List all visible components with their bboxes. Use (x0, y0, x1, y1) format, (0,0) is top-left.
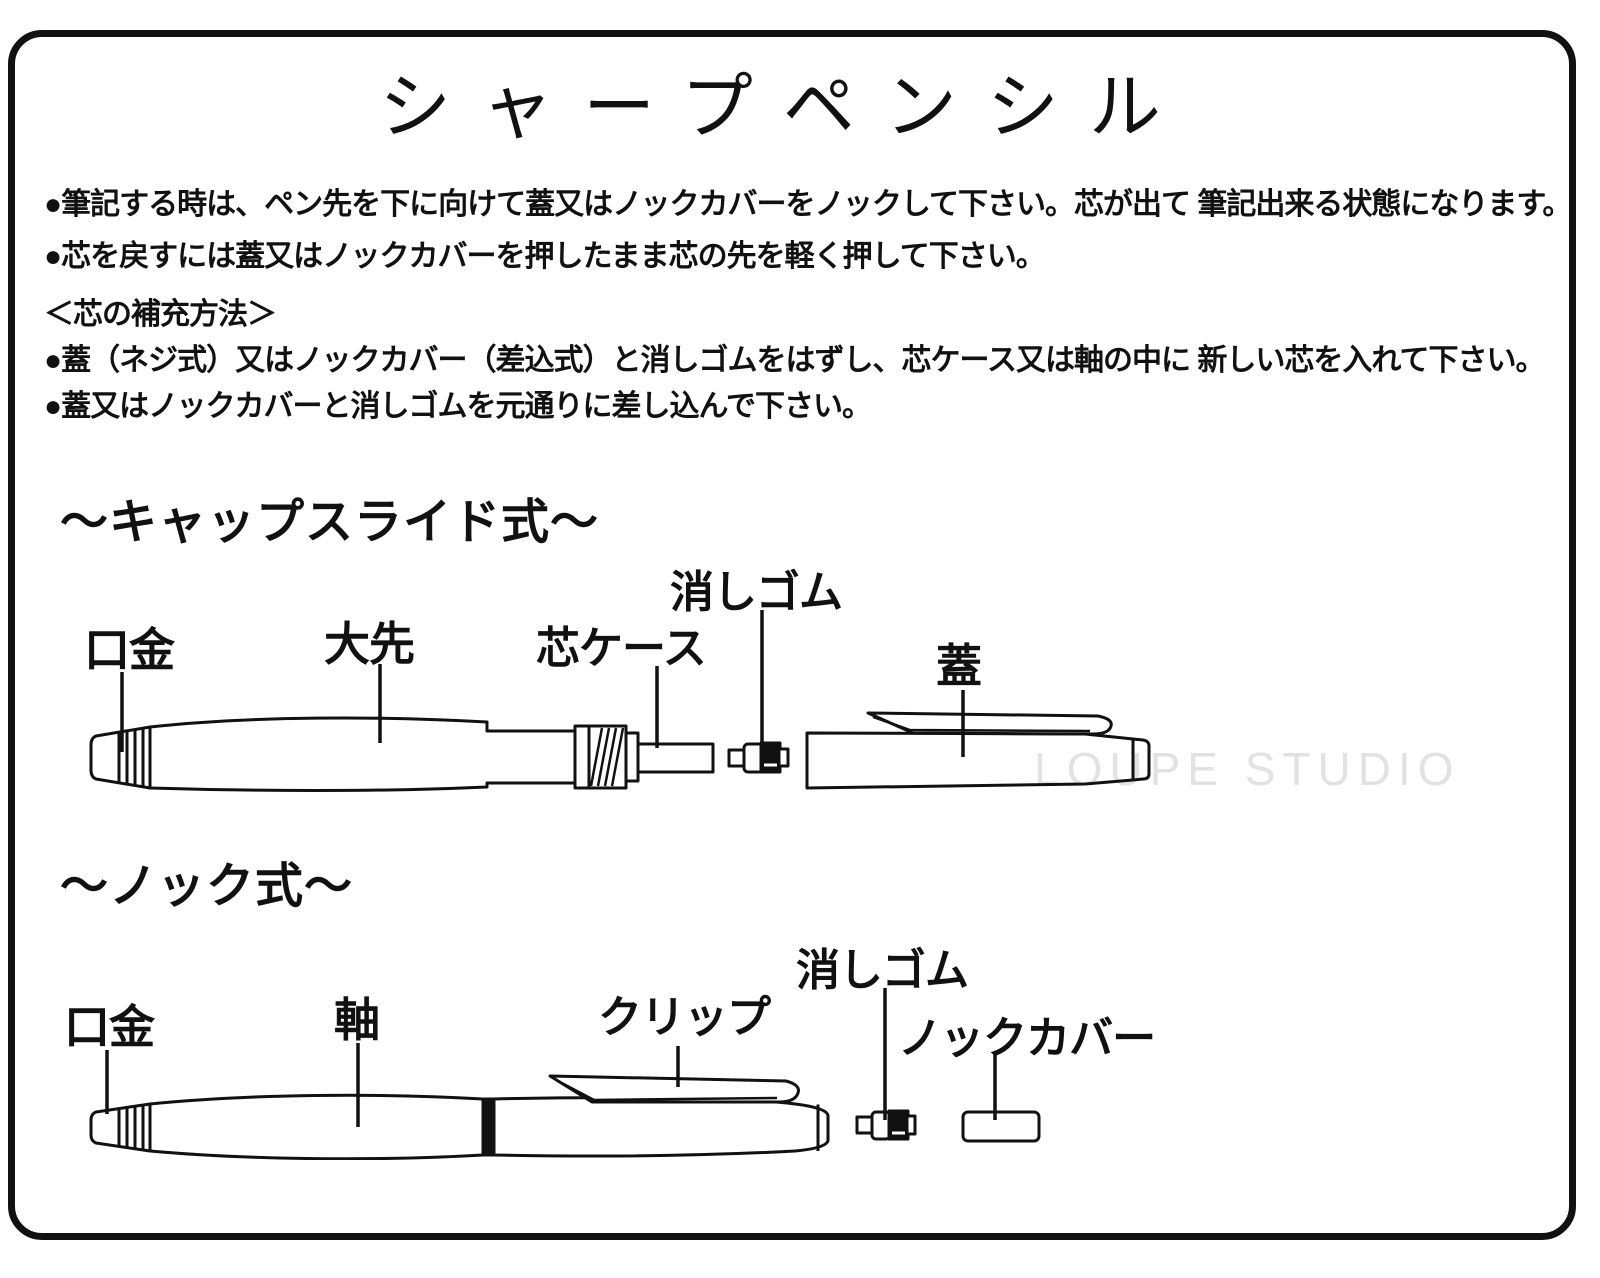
instruction-line-4: ●蓋又はノックカバーと消しゴムを元通りに差し込んで下さい。 (44, 390, 872, 423)
refill-heading: ＜芯の補充方法＞ (44, 298, 277, 331)
knock-eraser-right-stub (905, 1114, 917, 1136)
capslide-barrel-shape (148, 716, 577, 792)
capslide-cap-shape (805, 731, 1151, 790)
capslide-label-front-barrel: 大先 (324, 618, 415, 670)
knock-eraser-black-block (887, 1109, 910, 1141)
capslide-label-tip: 口金 (84, 624, 175, 676)
watermark: LOUPE STUDIO (1034, 743, 1461, 795)
knock-tip-rings (117, 1105, 145, 1150)
capslide-label-lead-case: 芯ケース (536, 624, 707, 673)
knock-cover-shape (961, 1110, 1041, 1143)
capslide-eraser-right-stub (777, 747, 790, 768)
capslide-thread-ring-left (573, 724, 591, 790)
knock-center-band (481, 1097, 496, 1157)
knock-section-heading: ～ノック式～ (60, 860, 354, 913)
page-title: シャープペンシル (379, 68, 1191, 148)
knock-label-clip: クリップ (598, 993, 771, 1042)
capslide-label-eraser: 消しゴム (670, 568, 843, 617)
capslide-section-heading: ～キャップスライド式～ (60, 496, 600, 549)
knock-label-eraser: 消しゴム (796, 946, 969, 995)
knock-clip-shape (548, 1074, 800, 1104)
knock-clip-inner-line (555, 1078, 778, 1102)
capslide-pen-drawing (89, 610, 1151, 792)
instruction-line-2: ●芯を戻すには蓋又はノックカバーを押したまま芯の先を軽く押して下さい。 (44, 240, 1046, 273)
capslide-eraser-black-block (759, 741, 782, 774)
capslide-lead-case-shape (636, 742, 715, 774)
capslide-thread-ring-right (624, 731, 640, 783)
knock-label-tip: 口金 (64, 1001, 155, 1053)
knock-label-knock-cover: ノックカバー (898, 1014, 1156, 1063)
knock-front-barrel-shape (148, 1093, 485, 1160)
knock-rear-barrel-shape (492, 1096, 830, 1158)
capslide-cap-clip-inner-line (872, 715, 1091, 733)
instruction-line-1: ●筆記する時は、ペン先を下に向けて蓋又はノックカバーをノックして下さい。芯が出て… (44, 188, 1572, 221)
knock-label-barrel: 軸 (334, 994, 380, 1046)
capslide-tip-rings (117, 728, 145, 787)
instruction-line-3: ●蓋（ネジ式）又はノックカバー（差込式）と消しゴムをはずし、芯ケース又は軸の中に… (44, 344, 1545, 377)
outer-border (8, 30, 1576, 1240)
capslide-thread-hatching (589, 727, 625, 787)
knock-eraser-body (870, 1110, 892, 1141)
capslide-label-cap: 蓋 (936, 640, 982, 692)
capslide-cap-clip (866, 711, 1113, 736)
knock-pen-drawing (89, 988, 1041, 1160)
